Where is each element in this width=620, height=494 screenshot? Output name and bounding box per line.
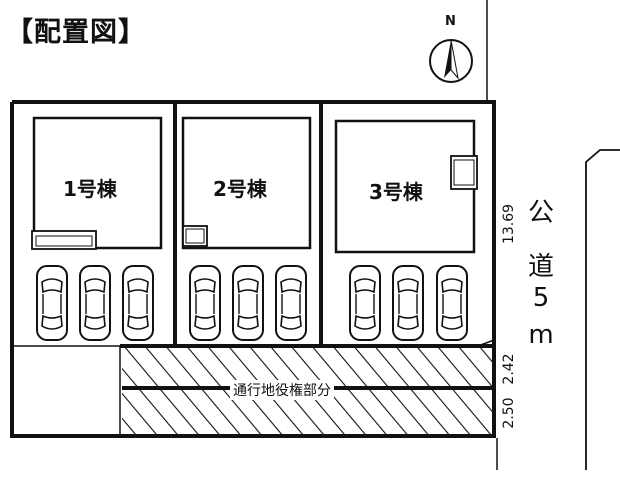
car-icon-1a — [36, 265, 68, 341]
dimension-depth: 13.69 — [501, 203, 517, 245]
car-icon-3b — [392, 265, 424, 341]
lot-1-label: 1号棟 — [63, 177, 117, 201]
car-icon-2c — [275, 265, 307, 341]
north-label: N — [445, 14, 456, 29]
road-label-2: 道 — [527, 252, 554, 282]
road-edge — [585, 149, 620, 470]
lot-3-label: 3号棟 — [369, 180, 423, 204]
road-label-1: 公 — [527, 198, 554, 228]
page-title: 【配置図】 — [6, 17, 146, 48]
road-label-4: m — [528, 320, 554, 350]
house-1-footprint — [32, 116, 163, 250]
house-2-footprint — [181, 116, 312, 250]
car-icon-2b — [232, 265, 264, 341]
car-icon-1c — [122, 265, 154, 341]
lot-2-label: 2号棟 — [213, 177, 267, 201]
car-icon-1b — [79, 265, 111, 341]
car-icon-3a — [349, 265, 381, 341]
dimension-passage-2: 2.50 — [501, 397, 517, 429]
car-icon-2a — [189, 265, 221, 341]
north-arrow-icon — [429, 39, 473, 83]
road-label-3: 5 — [532, 283, 550, 313]
car-icon-3c — [436, 265, 468, 341]
easement-label: 通行地役権部分 — [230, 380, 334, 400]
